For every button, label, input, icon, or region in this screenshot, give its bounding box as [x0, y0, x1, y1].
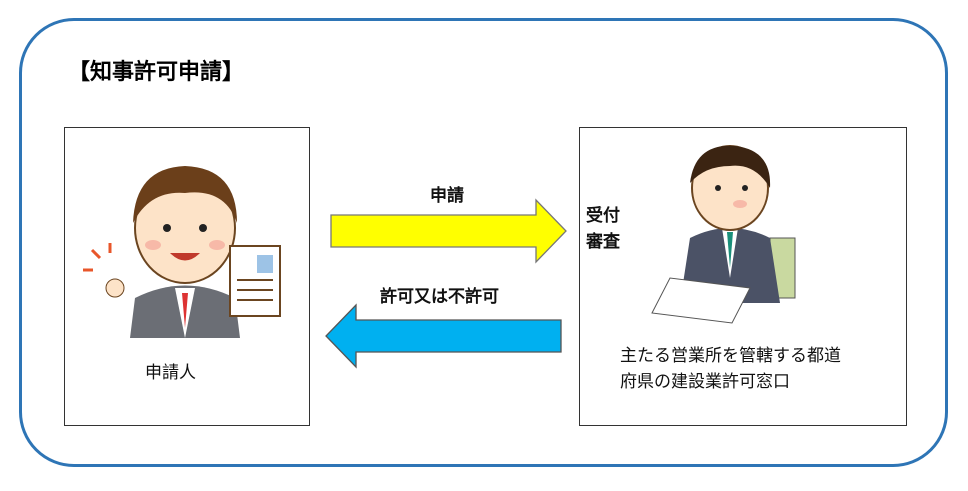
stage-review: 審査 — [586, 232, 620, 252]
stage-label: 受付 審査 — [586, 203, 620, 255]
result-arrow-label: 許可又は不許可 — [380, 287, 499, 307]
office-label: 主たる営業所を管轄する都道 府県の建設業許可窓口 — [620, 343, 841, 395]
result-arrow — [325, 303, 562, 369]
diagram-frame — [19, 18, 948, 467]
stage-reception: 受付 — [586, 206, 620, 226]
office-label-line1: 主たる営業所を管轄する都道 — [620, 346, 841, 366]
applicant-box: 申請人 — [64, 127, 310, 426]
apply-arrow — [330, 198, 567, 264]
office-box: 主たる営業所を管轄する都道 府県の建設業許可窓口 — [579, 127, 907, 426]
office-label-line2: 府県の建設業許可窓口 — [620, 372, 790, 392]
applicant-label: 申請人 — [145, 363, 196, 383]
applicant-illustration — [83, 166, 281, 338]
diagram-title: 【知事許可申請】 — [68, 60, 245, 85]
official-illustration — [651, 145, 796, 324]
apply-arrow-label: 申請 — [430, 186, 464, 206]
